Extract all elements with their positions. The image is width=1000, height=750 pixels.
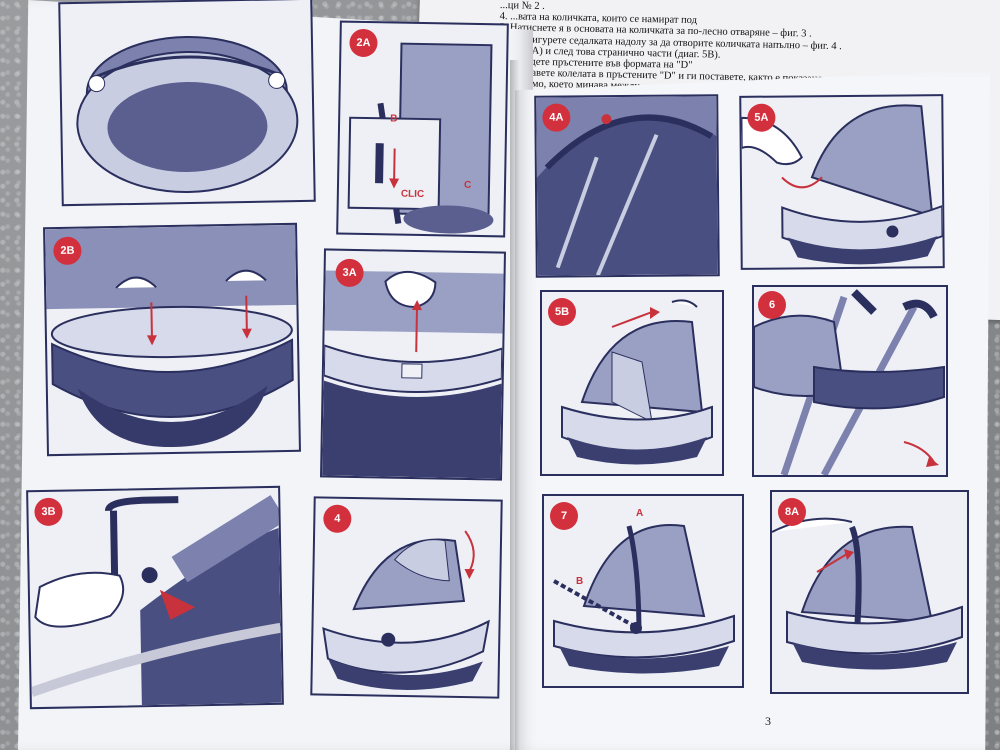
label-a: A [636, 508, 644, 519]
illustration-panel-4: 4 [310, 496, 503, 699]
carrycot-side-view-illustration [322, 530, 490, 690]
step-badge: 6 [758, 291, 786, 319]
illustration-panel-4a: 4A [534, 94, 720, 278]
illustration-panel-5a: 5A [739, 94, 945, 270]
illustration-panel-2b: 2B [43, 222, 301, 457]
canopy-unbutton-illustration [741, 104, 943, 265]
carrycot-hood-illustration [76, 35, 299, 194]
step-badge: 5A [747, 103, 776, 132]
step-badge: 8A [778, 498, 806, 526]
step-badge: 4A [542, 103, 571, 132]
illustration-panel-8a: 8A [770, 490, 969, 694]
step-badge: 7 [550, 502, 578, 530]
stroller-frame-click-illustration [347, 42, 494, 234]
booklet-spine-shadow [510, 60, 524, 750]
illustration-panel-2a: 2A B CLIC C [336, 20, 509, 238]
carrycot-handle-raise-illustration [772, 517, 963, 670]
label-c: C [463, 179, 472, 191]
carrycot-canopy-raise-illustration [561, 299, 713, 465]
frame-latch-illustration [29, 495, 282, 706]
illustration-panel-7: 7 A B [542, 494, 744, 688]
illustration-panel-3b: 3B [26, 485, 284, 710]
label-clic: CLIC [400, 188, 425, 201]
stroller-mount-illustration [754, 289, 945, 475]
page-number: 3 [765, 714, 771, 728]
label-b: B [576, 576, 584, 587]
step-badge: 5B [548, 298, 576, 326]
canopy-inside-illustration [536, 96, 718, 276]
carrycot-base-ring-illustration [45, 224, 297, 447]
illustration-panel-3a: 3A [320, 248, 506, 481]
illustration-panel-5b: 5B [540, 290, 724, 476]
carrycot-lift-illustration [322, 270, 504, 479]
illustration-panel-6: 6 [752, 285, 948, 477]
carrycot-handle-positions-illustration [553, 524, 735, 674]
illustration-panel-1 [58, 0, 316, 207]
label-b: B [390, 113, 398, 125]
